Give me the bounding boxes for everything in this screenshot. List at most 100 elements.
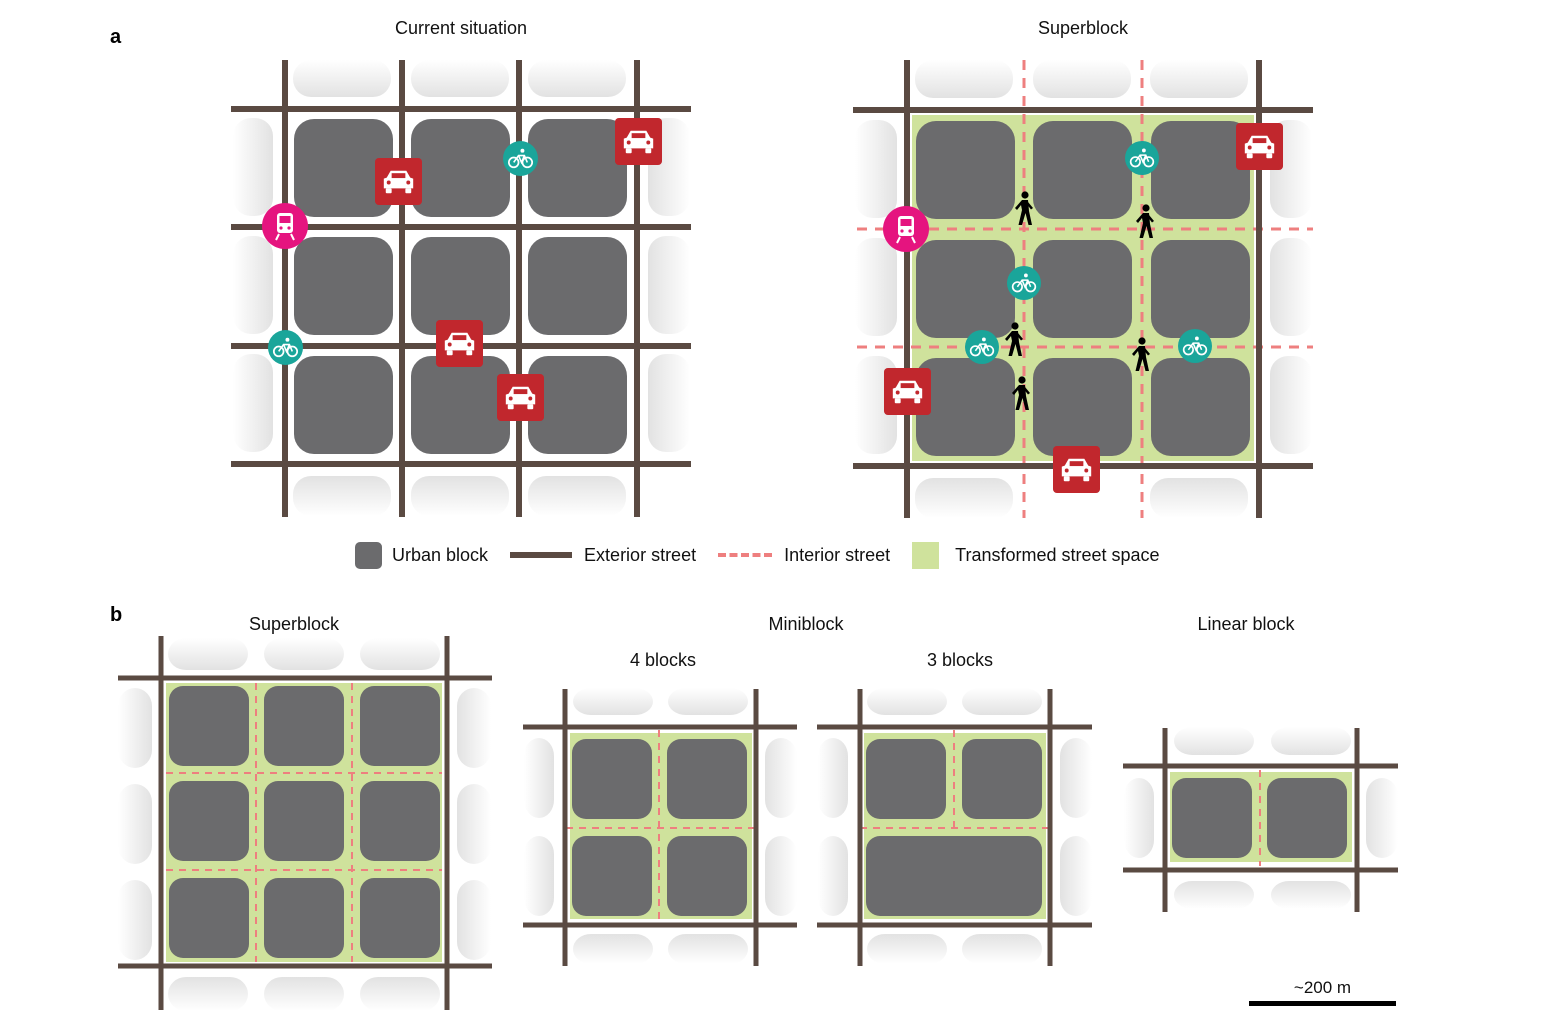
urban-block [264,878,344,958]
neighbour-block [528,476,626,516]
car-icon [615,118,662,165]
urban-block [169,781,249,861]
neighbour-block [648,354,690,452]
neighbour-block [1033,60,1131,98]
neighbour-block [1174,727,1254,755]
urban-block [1172,778,1252,858]
neighbour-block [1271,881,1351,909]
neighbour-block [1060,836,1092,916]
scale-bar: ~200 m [1249,978,1396,1006]
neighbour-block [818,836,848,916]
neighbour-block [457,784,491,864]
neighbour-block [648,236,690,334]
neighbour-block [573,934,653,964]
urban-block [1033,121,1132,219]
neighbour-block [411,60,509,97]
car-icon [1236,123,1283,170]
legend-urban-block: Urban block [355,541,489,569]
urban-block [169,878,249,958]
neighbour-block [360,638,440,670]
legend-interior-street: Interior street [718,545,890,566]
legend: Urban block Exterior street Interior str… [355,538,1182,572]
neighbour-block [1270,356,1312,454]
neighbour-block [668,934,748,964]
interior-street-swatch [718,553,773,557]
urban-block [1151,121,1250,219]
urban-block [411,237,510,335]
neighbour-block [528,60,626,97]
three-blocks-title: 3 blocks [926,650,994,670]
tram-icon [262,203,308,249]
car-icon [436,320,483,367]
neighbour-block [962,688,1042,715]
urban-block-label: Urban block [392,544,489,565]
legend-exterior-street: Exterior street [510,545,696,566]
urban-block [360,686,440,766]
neighbour-block [293,60,391,97]
neighbour-block [457,880,491,960]
panel-b-label: b [110,604,123,626]
urban-block [294,237,393,335]
urban-block [866,739,946,819]
transformed-swatch [912,541,940,569]
neighbour-block [855,120,897,218]
linear-block-title: Linear block [1197,614,1295,634]
urban-block [360,878,440,958]
urban-block [528,237,627,335]
neighbour-block [524,738,554,818]
neighbour-block [293,476,391,516]
superblock-title-b: Superblock [248,614,340,634]
urban-block [294,119,393,217]
neighbour-block [233,236,273,334]
neighbour-block [457,688,491,768]
neighbour-block [233,354,273,452]
neighbour-block [264,638,344,670]
urban-block [294,356,393,454]
neighbour-block [765,738,797,818]
car-icon [497,374,544,421]
neighbour-block [1060,738,1092,818]
urban-block [916,240,1015,338]
urban-block [866,836,1042,916]
urban-block [916,121,1015,219]
bicycle-icon [965,330,999,364]
scale-bar-line [1249,1001,1396,1006]
urban-block [1033,358,1132,456]
neighbour-block [1150,60,1248,98]
exterior-street-swatch [510,552,573,558]
urban-block [528,356,627,454]
urban-block [360,781,440,861]
urban-block [264,686,344,766]
legend-transformed: Transformed street space [912,541,1160,569]
superblock-title-a: Superblock [1037,18,1129,38]
current-situation-title: Current situation [394,18,528,38]
neighbour-block [1366,778,1398,858]
urban-block [962,739,1042,819]
urban-block [916,358,1015,456]
bicycle-icon [503,141,538,176]
miniblock-title: Miniblock [768,614,844,634]
interior-street-label: Interior street [784,544,891,565]
urban-block [1151,240,1250,338]
neighbour-block [524,836,554,916]
neighbour-block [915,478,1013,518]
neighbour-block [855,238,897,336]
neighbour-block [915,60,1013,98]
neighbour-block [118,880,152,960]
urban-block [667,739,747,819]
neighbour-block [118,688,152,768]
urban-block [572,739,652,819]
urban-block [1033,240,1132,338]
neighbour-block [1271,727,1351,755]
neighbour-block [118,784,152,864]
urban-block [528,119,627,217]
car-icon [375,158,422,205]
neighbour-block [264,977,344,1011]
neighbour-block [867,688,947,715]
urban-block [1151,358,1250,456]
urban-block [169,686,249,766]
neighbour-block [168,638,248,670]
neighbour-block [1174,881,1254,909]
urban-block-swatch [355,541,382,569]
neighbour-block [411,476,509,516]
